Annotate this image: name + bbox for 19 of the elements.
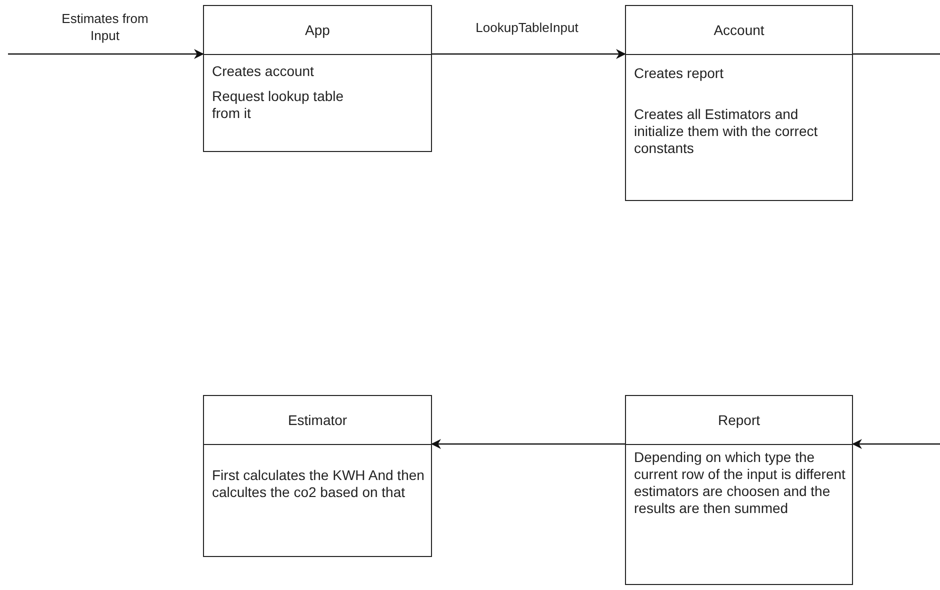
description-text: Creates account [212, 63, 315, 80]
class-name: Report [626, 396, 852, 445]
class-box [203, 5, 432, 152]
class-name: App [204, 6, 431, 55]
description-text: Depending on which type the current row of the input is different estimators are choosen and the results are then summed [634, 449, 846, 517]
class-name: Estimator [204, 396, 431, 445]
description-text: Creates report [634, 65, 724, 82]
description-text: Creates all Estimators and initialize them with the correct constants [634, 106, 819, 157]
description-text: First calculates the KWH And then calcultes the co2 based on that [212, 467, 426, 501]
arrow [852, 439, 940, 449]
class-box [625, 5, 853, 201]
arrow [432, 49, 626, 59]
arrow [8, 49, 204, 59]
class-box [625, 395, 853, 585]
arrow [431, 439, 625, 449]
class-name: Account [626, 6, 852, 55]
connector-line [853, 53, 940, 55]
class-box [203, 395, 432, 557]
description-text: Request lookup table from it [212, 88, 345, 122]
